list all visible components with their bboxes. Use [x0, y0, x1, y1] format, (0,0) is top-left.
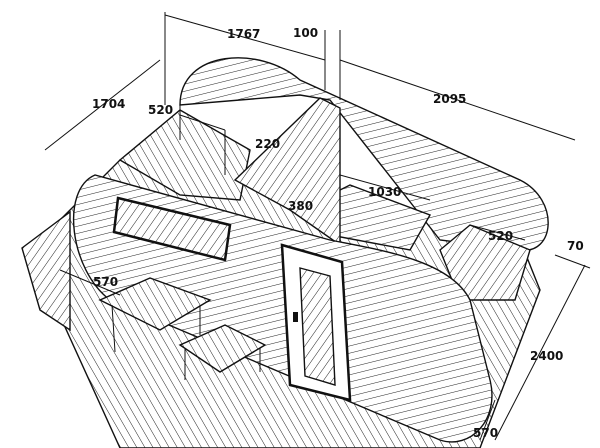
- door-handle: [293, 312, 298, 322]
- dim-520-right: 520: [488, 229, 513, 243]
- dim-380: 380: [288, 199, 313, 213]
- dim-1767: 1767: [227, 27, 260, 41]
- dim-1704: 1704: [92, 97, 125, 111]
- left-table: [98, 277, 212, 331]
- dim-2400: 2400: [530, 349, 563, 363]
- dim-100: 100: [293, 26, 318, 40]
- dimension-lines: [44, 12, 591, 441]
- door-glass: [299, 267, 336, 386]
- window: [112, 196, 232, 262]
- front-table: [178, 324, 267, 373]
- dim-70: 70: [567, 239, 584, 253]
- dim-1030: 1030: [368, 185, 401, 199]
- left-terrace-rail: [21, 210, 71, 332]
- dim-220: 220: [255, 137, 280, 151]
- dim-570-table: 570: [93, 275, 118, 289]
- partition-wall: [233, 97, 341, 247]
- dim-2095: 2095: [433, 92, 466, 106]
- dim-570-terrace: 570: [473, 426, 498, 440]
- dim-520-left: 520: [148, 103, 173, 117]
